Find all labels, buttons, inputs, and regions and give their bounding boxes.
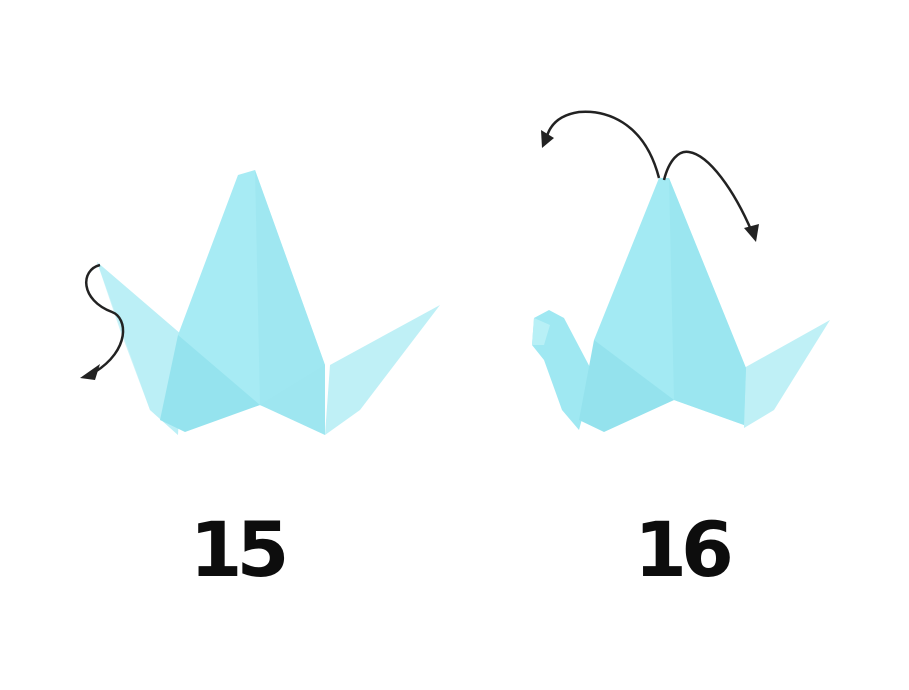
step-number: 16	[634, 505, 734, 594]
fold-arrow-right	[662, 150, 754, 233]
lower-body	[579, 340, 674, 432]
lower-body	[160, 335, 260, 432]
arrowhead-icon	[744, 224, 759, 242]
step-15: 15	[0, 0, 454, 690]
right-wing	[325, 305, 440, 435]
arrowhead-icon	[541, 130, 554, 148]
beak	[532, 318, 550, 345]
body-point-shade	[255, 170, 325, 430]
reverse-fold-arrow	[85, 263, 125, 374]
body-point-shade	[669, 178, 746, 425]
step-16: 16	[454, 0, 908, 690]
step-number: 15	[189, 505, 290, 594]
neck-flap-shade	[97, 262, 182, 435]
head	[532, 310, 594, 430]
right-wing	[744, 320, 830, 428]
arrowhead-icon	[80, 364, 100, 380]
crane-step-15	[80, 170, 440, 435]
crane-step-16	[532, 110, 830, 432]
fold-arrow-left	[544, 110, 661, 179]
lower-body-right	[260, 365, 325, 435]
